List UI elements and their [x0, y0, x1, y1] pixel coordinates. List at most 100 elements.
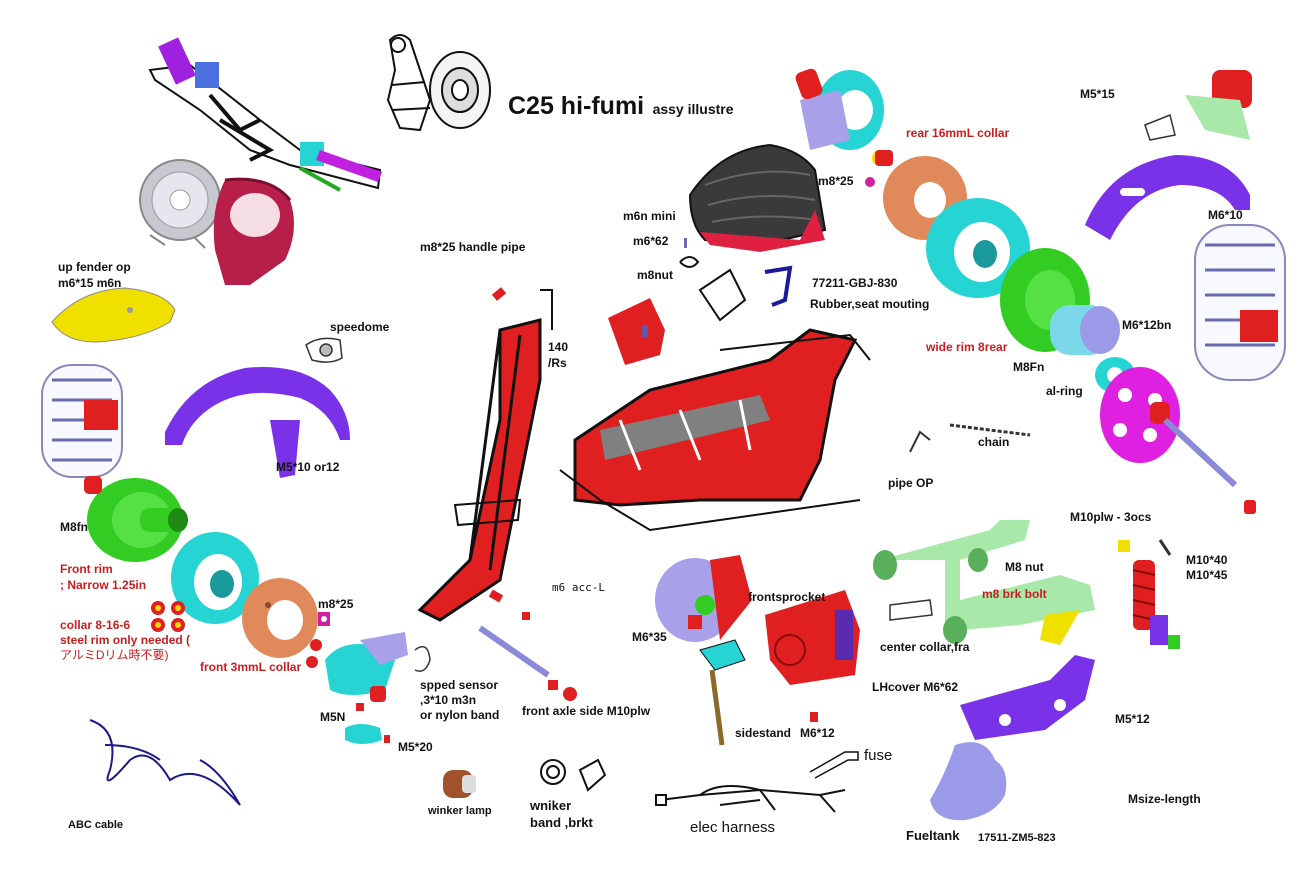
label-collar: collar 8-16-6	[60, 618, 131, 632]
label-rear-collar: rear 16mmL collar	[906, 126, 1010, 140]
up-fender	[51, 287, 176, 343]
label-up-fender: up fender op	[58, 260, 131, 274]
label-sidestand: sidestand	[735, 726, 792, 740]
label-fuse: fuse	[864, 747, 893, 764]
label-m10-45: M10*45	[1186, 568, 1228, 582]
label-m8-nut: M8 nut	[1005, 560, 1044, 574]
label-front-axle: front axle side M10plw	[522, 704, 651, 718]
label-m6-12bn: M6*12bn	[1122, 318, 1172, 332]
brake-panel-cyan	[325, 632, 431, 744]
frame	[559, 328, 871, 532]
label-m5-15: M5*15	[1080, 87, 1115, 101]
label-lh-cover: LHcover M6*62	[872, 680, 959, 694]
chain-guard	[960, 655, 1095, 740]
sprocket-magenta	[1100, 367, 1256, 514]
rear-brake-arm-drawing	[386, 34, 432, 132]
rear-collar	[875, 150, 893, 166]
label-fueltank-no: 17511-ZM5-823	[978, 832, 1056, 844]
front-fork	[417, 287, 553, 622]
label-m5-12: M5*12	[1115, 712, 1150, 726]
label-m6-acc: m6 acc-L	[552, 581, 605, 594]
winker-brkt	[540, 758, 607, 792]
title-main: C25 hi-fumi	[508, 92, 645, 120]
front-red-collar	[84, 476, 102, 494]
label-winker-lamp: winker lamp	[428, 805, 492, 817]
label-pipe-op: pipe OP	[888, 476, 934, 490]
label-speed-sensor-1: spped sensor	[420, 678, 499, 692]
label-winker-band-2: band ,brkt	[530, 815, 593, 830]
label-up-fender-bolt: m6*15 m6n	[58, 276, 122, 290]
handlebar-assembly	[148, 37, 382, 192]
chain-part	[949, 423, 1031, 437]
collar-set	[151, 601, 322, 668]
label-m10plw: M10plw - 3ocs	[1070, 510, 1152, 524]
front-rim-cyan	[171, 532, 259, 624]
rear-fender	[1085, 155, 1250, 240]
front-fender	[165, 366, 350, 478]
label-front-fender-bolt: M5*10 or12	[276, 460, 340, 474]
winker-lamp-part	[443, 770, 476, 798]
front-brake-drum-green	[87, 478, 188, 562]
label-front-collar: front 3mmL collar	[200, 660, 302, 674]
rear-hub-assembly	[795, 68, 888, 187]
fuel-tank	[930, 742, 1007, 821]
headlight	[139, 159, 221, 249]
diagram-title: C25 hi-fumi assy illustre	[508, 92, 734, 121]
fuse-holder	[809, 751, 859, 779]
label-handle-pipe: m8*25 handle pipe	[420, 240, 526, 254]
front-tire	[41, 364, 123, 478]
label-m6-62: m6*62	[633, 234, 669, 248]
label-m5n: M5N	[320, 710, 346, 724]
label-m8fn: M8fn	[60, 520, 88, 534]
front-axle	[478, 589, 577, 701]
label-front-rim-narrow: ; Narrow 1.25in	[60, 578, 147, 592]
label-fragment-140: 140	[548, 340, 569, 354]
label-wide-rim: wide rim 8rear	[926, 340, 1008, 354]
rear-hub-drawing	[429, 51, 491, 129]
label-speedometer: speedome	[330, 320, 390, 334]
speedometer-part	[305, 337, 343, 363]
label-al-ring: al-ring	[1046, 384, 1083, 398]
shock-absorber	[1118, 539, 1180, 649]
headlight-case	[213, 177, 294, 285]
seat	[688, 143, 827, 252]
label-front-rim: Front rim	[60, 562, 113, 576]
m5-bracket-top	[1144, 70, 1252, 141]
seat-bracket-red	[608, 298, 665, 365]
front-hub-bolt	[318, 612, 330, 626]
rear-tire	[1194, 224, 1286, 381]
label-chain: chain	[978, 435, 1010, 449]
front-sprocket-cover	[655, 555, 752, 642]
label-steel-rim: steel rim only needed (	[60, 633, 191, 647]
label-m5-20: M5*20	[398, 740, 433, 754]
center-collar-part	[889, 599, 933, 621]
label-m6-12: M6*12	[800, 726, 835, 740]
pipe-op-part	[909, 430, 931, 453]
label-m6-35: M6*35	[632, 630, 667, 644]
lh-cover	[765, 590, 860, 685]
label-speed-sensor-2: ,3*10 m3n	[420, 693, 477, 707]
abc-cable-wire	[89, 719, 241, 806]
label-m6n-mini: m6n mini	[623, 209, 676, 223]
rear-rim-cyan	[926, 198, 1030, 298]
seat-hardware	[679, 238, 793, 322]
label-winker-band-1: wniker	[530, 798, 572, 813]
label-fragment-rs: /Rs	[548, 356, 567, 370]
label-elec-harness: elec harness	[690, 819, 776, 836]
label-center-collar: center collar,fra	[880, 640, 970, 654]
label-seat-part-no: 77211-GBJ-830	[812, 276, 898, 290]
title-sub: assy illustre	[652, 101, 734, 117]
label-msize: Msize-length	[1128, 792, 1201, 806]
label-m8-25-front: m8*25	[318, 597, 354, 611]
swingarm	[873, 520, 1095, 645]
label-m8-brk-bolt: m8 brk bolt	[982, 587, 1047, 601]
label-m8-25-seat: m8*25	[818, 174, 854, 188]
label-speed-sensor-3: or nylon band	[420, 708, 500, 722]
label-abc-cable: ABC cable	[68, 819, 124, 831]
front-hub-copper	[242, 578, 318, 658]
label-fueltank: Fueltank	[906, 828, 960, 843]
label-m6-10: M6*10	[1208, 208, 1243, 222]
label-m10-40: M10*40	[1186, 553, 1228, 567]
label-m8nut: m8nut	[637, 268, 673, 282]
